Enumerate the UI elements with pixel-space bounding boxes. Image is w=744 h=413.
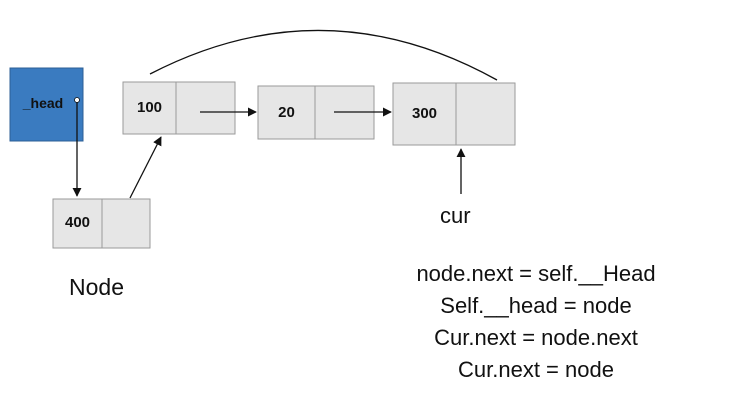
node-20-data-cell (257, 85, 316, 140)
head-box (9, 67, 84, 142)
node-400-data-cell (52, 198, 103, 249)
code-line: node.next = self.__Head (416, 261, 656, 286)
node-100-next-cell (175, 81, 236, 135)
node-20-value: 20 (278, 104, 295, 121)
node-400-next-cell (101, 198, 151, 249)
node-100-value: 100 (136, 99, 163, 116)
node-label: Node (69, 274, 124, 300)
code-block: node.next = self.__Head Self.__head = no… (360, 258, 712, 386)
code-line: Cur.next = node (458, 357, 614, 382)
node-300-data-cell (392, 82, 457, 146)
node-400-value: 400 (64, 214, 91, 231)
head-label: _head (22, 95, 64, 111)
circular-link-arc (149, 29, 498, 81)
node-300-next-cell (455, 82, 516, 146)
node-100-data-cell (122, 81, 177, 135)
cur-label: cur (440, 203, 471, 228)
arrow-400-to-100 (129, 136, 162, 199)
node-300-value: 300 (411, 105, 438, 122)
code-line: Cur.next = node.next (434, 325, 638, 350)
code-line: Self.__head = node (440, 293, 632, 318)
